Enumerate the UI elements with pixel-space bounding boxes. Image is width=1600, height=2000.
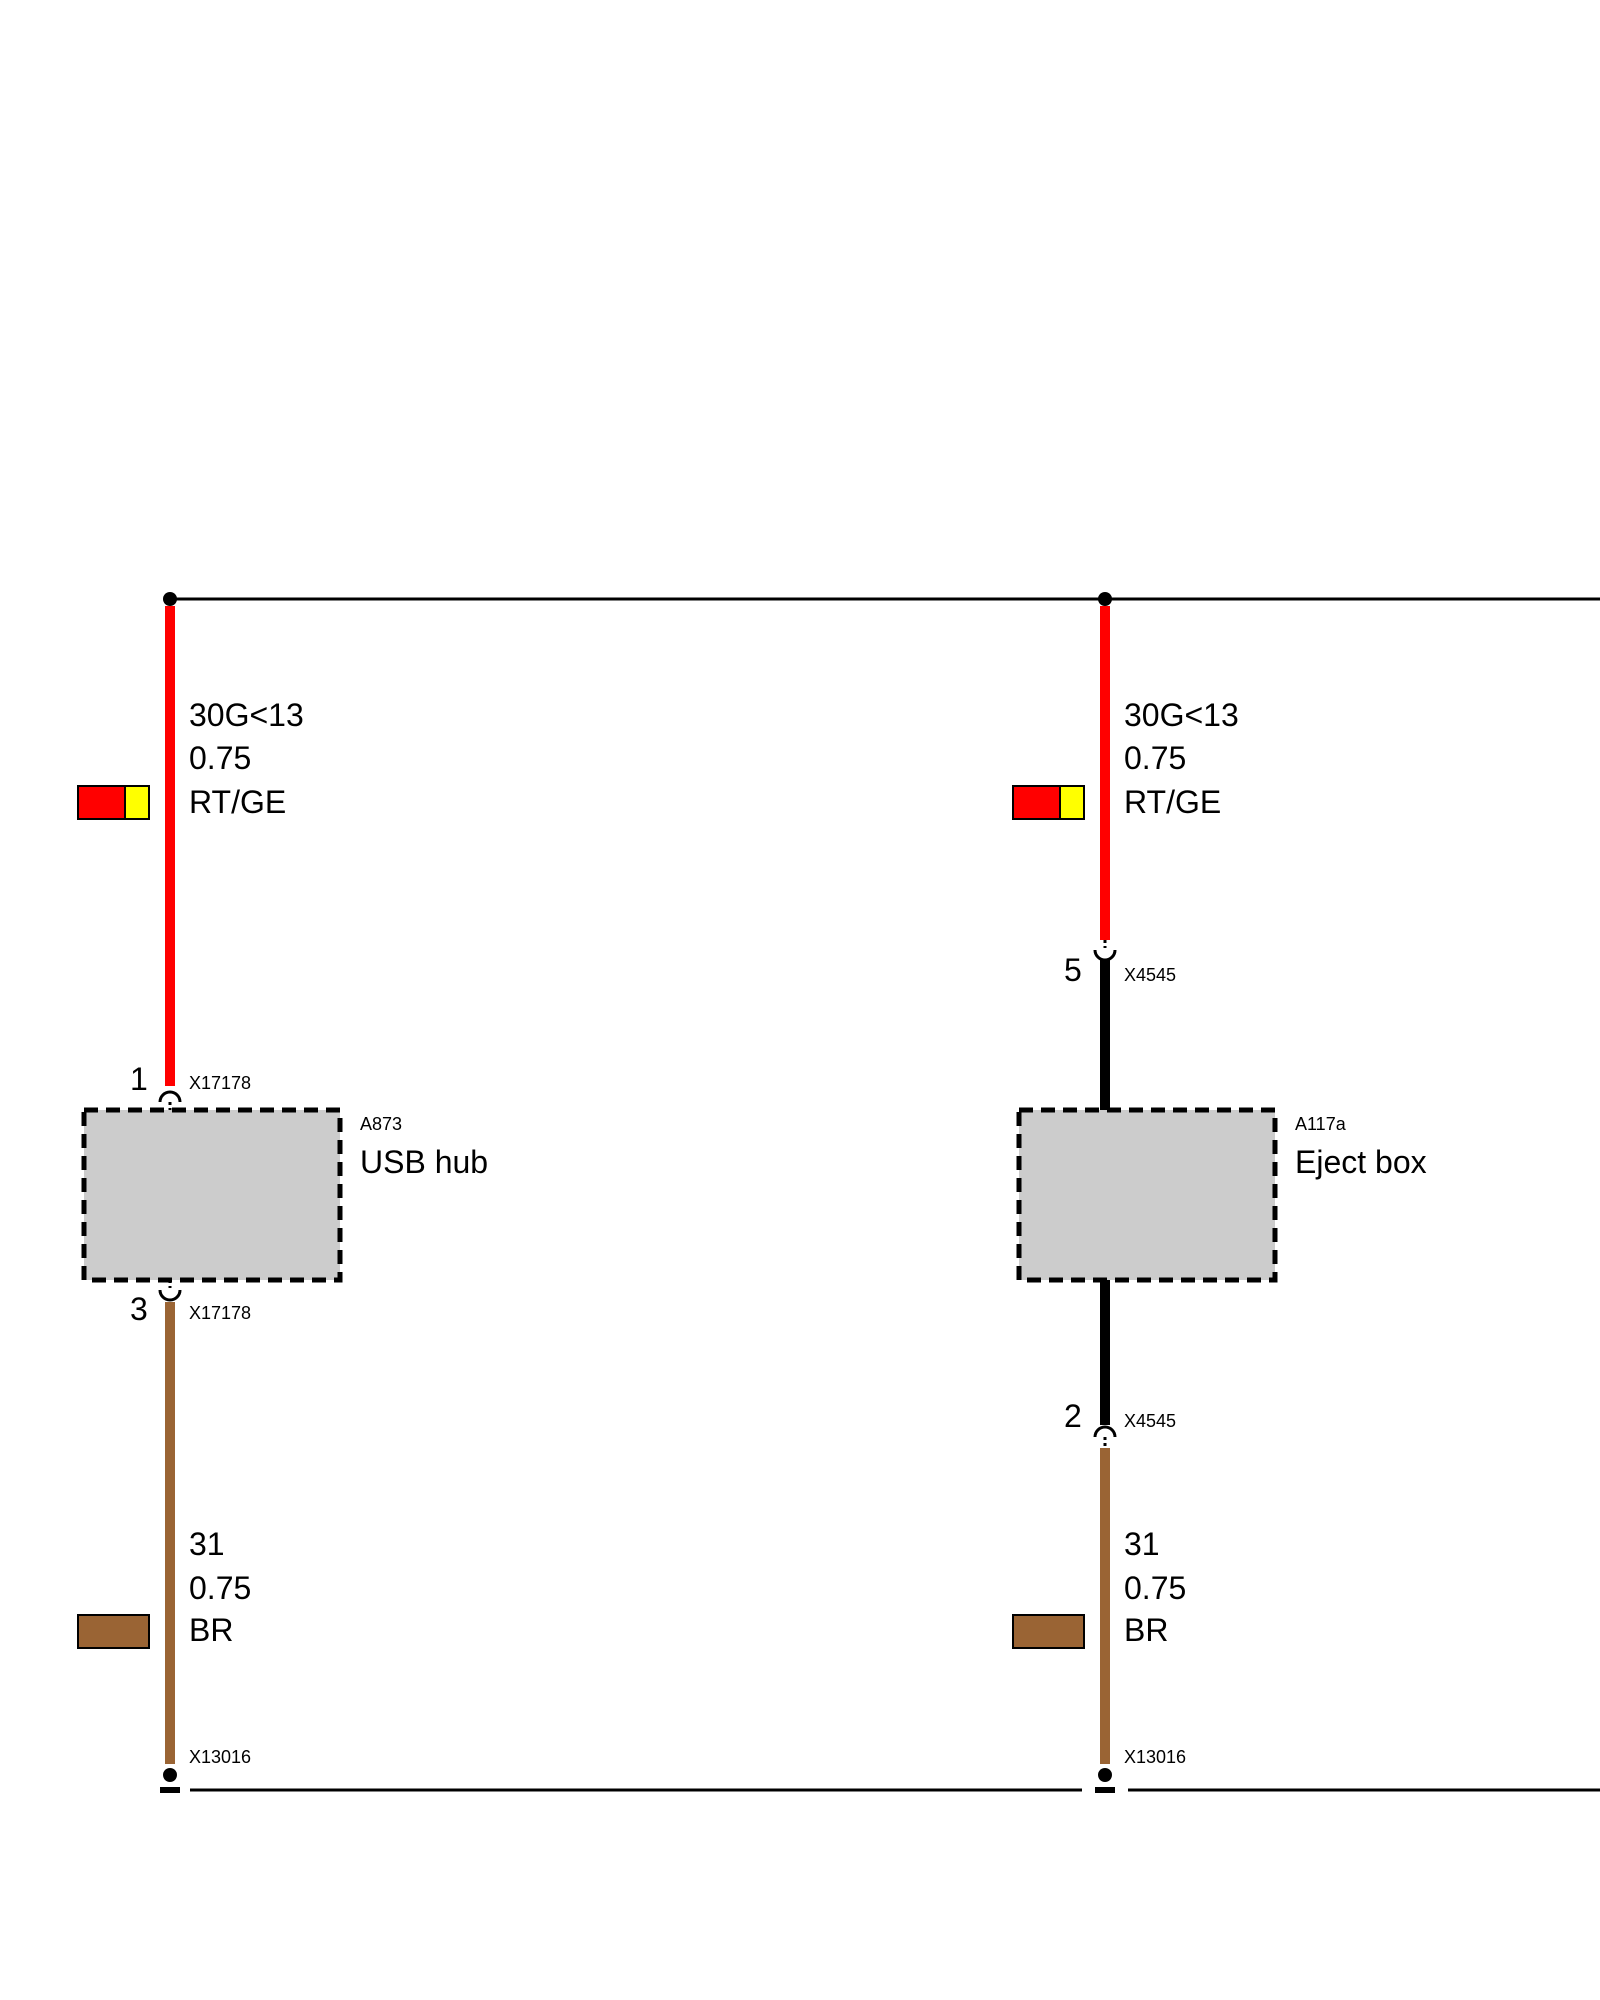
supply-wire-color-code: RT/GE — [1124, 784, 1221, 820]
ground-junction-dot — [1098, 1768, 1112, 1782]
component-box-usb-hub[interactable] — [81, 1107, 343, 1283]
component-id: A117a — [1295, 1114, 1347, 1134]
ground-wire-circuit: 31 — [189, 1526, 225, 1562]
supply-wire-circuit: 30G<13 — [1124, 697, 1239, 733]
ground-terminal-mark — [1095, 1787, 1115, 1793]
wire-color-swatch-rt-ge — [77, 785, 150, 820]
connector-id: X17178 — [189, 1073, 251, 1093]
connector-id: X17178 — [189, 1303, 251, 1323]
wire-color-swatch-br — [77, 1614, 150, 1649]
connector-pin-socket — [1093, 949, 1117, 962]
connector-pin-number: 1 — [130, 1061, 148, 1097]
ground-terminal-mark — [160, 1787, 180, 1793]
wire-color-swatch-rt-ge — [1012, 785, 1085, 820]
connector-pin-socket — [158, 1289, 182, 1302]
component-name: Eject box — [1295, 1144, 1427, 1180]
ground-wire-circuit: 31 — [1124, 1526, 1160, 1562]
supply-wire-size: 0.75 — [189, 740, 251, 776]
connector-id: X4545 — [1124, 965, 1176, 985]
circuit-usb-hub: 30G<13 0.75 RT/GE 1 X17178 A873 USB hub … — [77, 592, 488, 1793]
connector-pin-number: 3 — [130, 1291, 148, 1327]
connector-id: X4545 — [1124, 1411, 1176, 1431]
ground-junction-dot — [163, 1768, 177, 1782]
ground-point-id: X13016 — [189, 1747, 251, 1767]
connector-pin-socket — [1093, 1425, 1117, 1438]
wire-color-swatch-br — [1012, 1614, 1085, 1649]
component-box-eject-box[interactable] — [1016, 1107, 1278, 1283]
ground-wire-size: 0.75 — [189, 1570, 251, 1606]
component-id: A873 — [360, 1114, 402, 1134]
connector-pin-number: 2 — [1064, 1398, 1082, 1434]
supply-junction-dot — [163, 592, 177, 606]
component-name: USB hub — [360, 1144, 488, 1180]
ground-point-id: X13016 — [1124, 1747, 1186, 1767]
ground-wire-color-code: BR — [189, 1612, 233, 1648]
connector-pin-socket — [158, 1090, 182, 1103]
supply-junction-dot — [1098, 592, 1112, 606]
supply-wire-circuit: 30G<13 — [189, 697, 304, 733]
supply-wire-size: 0.75 — [1124, 740, 1186, 776]
ground-wire-color-code: BR — [1124, 1612, 1168, 1648]
circuit-eject-box: 30G<13 0.75 RT/GE 5 X4545 A117a Eject bo… — [1012, 592, 1427, 1793]
connector-pin-number: 5 — [1064, 952, 1082, 988]
ground-wire-size: 0.75 — [1124, 1570, 1186, 1606]
supply-wire-color-code: RT/GE — [189, 784, 286, 820]
